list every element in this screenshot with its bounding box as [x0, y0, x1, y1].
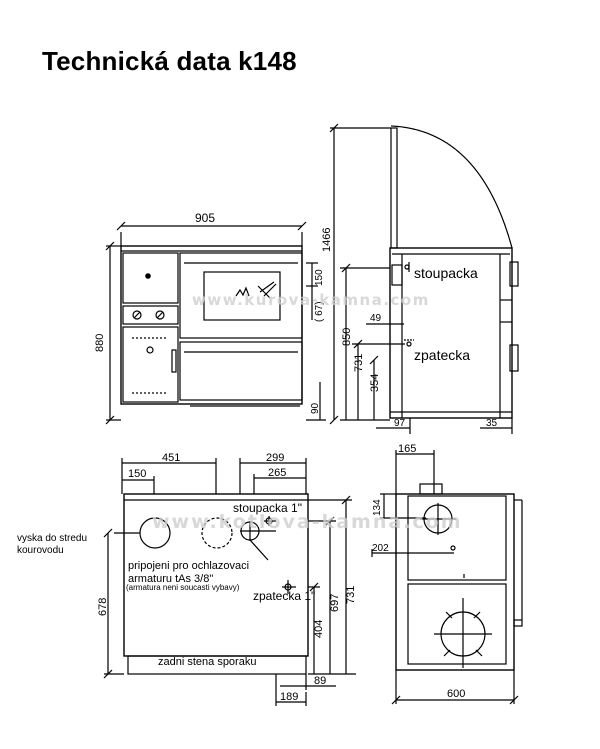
dim-front-90: 90: [310, 402, 321, 414]
dim-front-width: 905: [195, 211, 215, 225]
page-title: Technická data k148: [42, 46, 297, 76]
dim-side-731: 731: [353, 354, 365, 372]
label-zpatecka: zpatecka: [414, 347, 471, 363]
dim-back-189: 189: [280, 691, 298, 703]
dim-top-165: 165: [398, 443, 416, 455]
dim-side-49: 49: [370, 313, 382, 324]
rear-side-view: 165 134 202 600: [371, 443, 523, 705]
label-pripojeni-line1: pripojeni pro ochlazovaci: [128, 560, 250, 572]
dim-back-451: 451: [162, 452, 180, 464]
dim-top-202: 202: [372, 543, 389, 554]
dim-back-404: 404: [313, 620, 325, 638]
label-stoupacka-back: stoupacka 1": [233, 501, 302, 515]
side-view: 1466 850 731 354 49: [321, 123, 519, 434]
label-pripojeni-line2: armaturu tAs 3/8": [128, 573, 214, 585]
dim-front-height: 880: [94, 334, 106, 352]
dim-top-134: 134: [372, 499, 383, 516]
dim-back-265: 265: [268, 467, 286, 479]
dim-front-150: 150: [314, 269, 325, 286]
dim-side-total-height: 1466: [321, 228, 333, 252]
dim-side-354: 354: [369, 374, 381, 392]
dim-back-150: 150: [128, 468, 146, 480]
label-vyska-line2: kourovodu: [17, 545, 64, 556]
label-vyska-line1: vyska do stredu: [17, 533, 88, 544]
label-zadni-stena: zadni stena sporaku: [158, 656, 257, 668]
back-view: 451 150 299 265 678: [97, 452, 357, 706]
label-stoupacka: stoupacka: [414, 265, 478, 281]
dim-side-35: 35: [486, 418, 498, 429]
front-view: 905 880: [94, 211, 326, 425]
dim-back-731: 731: [345, 586, 357, 604]
label-zpatecka-back: zpatecka 1": [253, 589, 316, 603]
dim-top-600: 600: [447, 688, 465, 700]
dim-side-97: 97: [394, 418, 406, 429]
dim-back-697: 697: [329, 594, 341, 612]
dim-front-67: ( 67): [314, 301, 325, 322]
dim-back-678: 678: [97, 598, 109, 616]
dim-back-89: 89: [314, 675, 326, 687]
dim-back-299: 299: [266, 452, 284, 464]
label-pripojeni-line3: (armatura neni soucasti vybavy): [126, 583, 240, 592]
dim-side-850: 850: [341, 328, 353, 346]
